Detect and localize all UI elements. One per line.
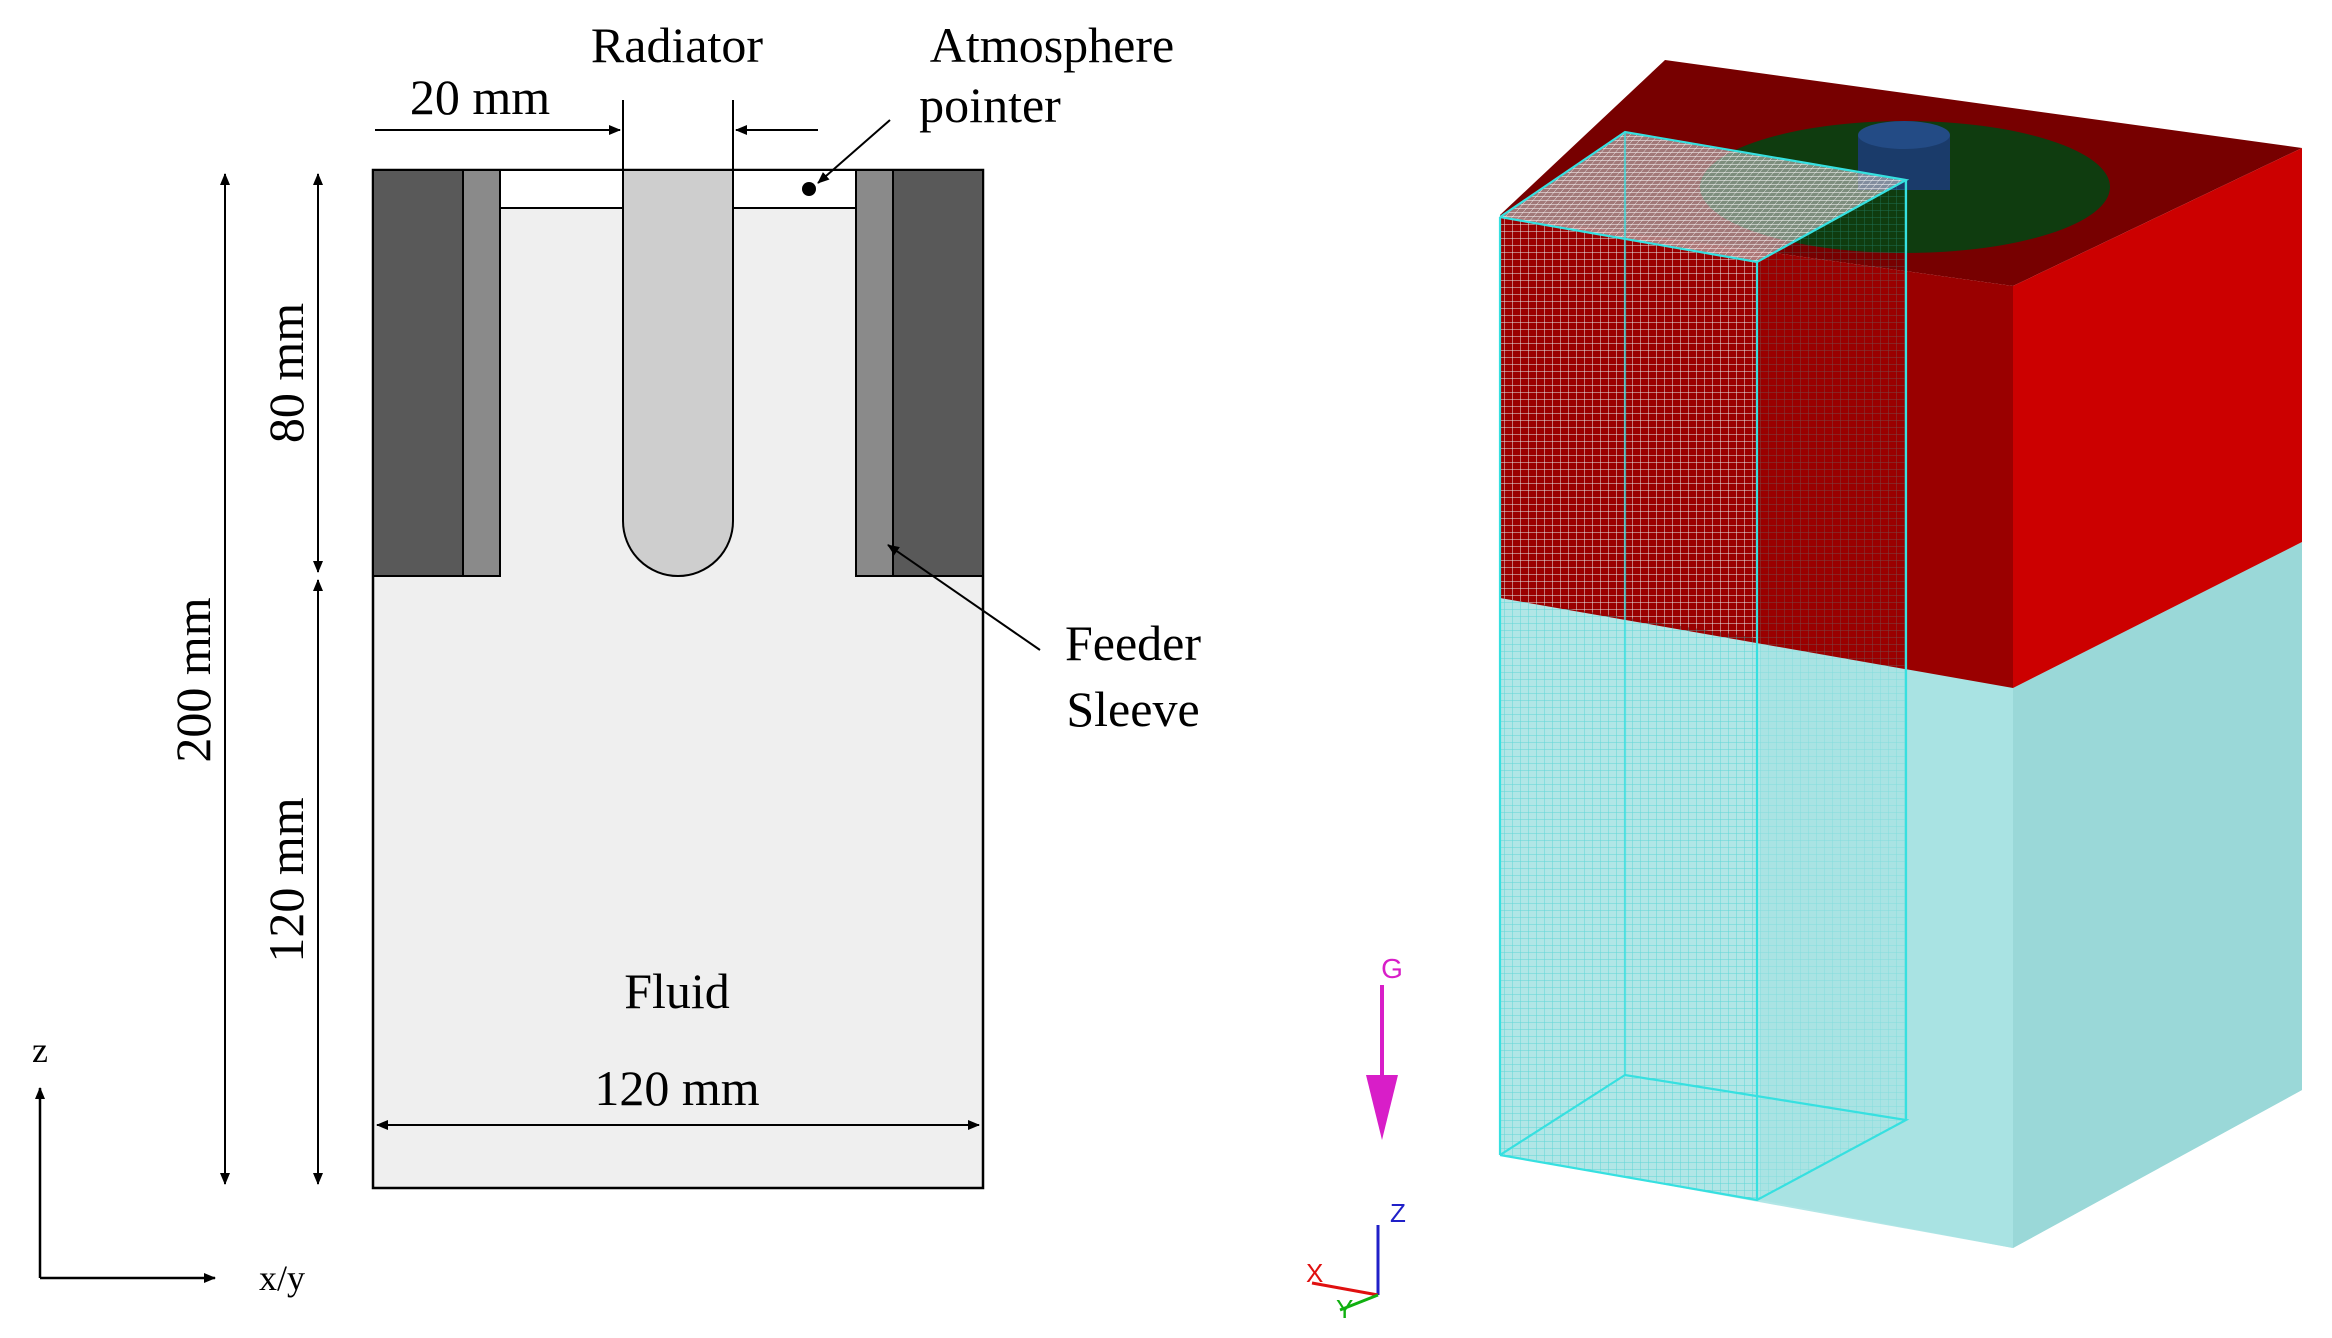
label-atmosphere-line1: Atmosphere [930, 17, 1174, 73]
label-200mm: 200 mm [165, 597, 221, 762]
label-atmosphere-line2: pointer [919, 77, 1061, 133]
radiator-cylinder-top [1858, 121, 1950, 149]
mesh-region-top-grid [1500, 132, 1906, 262]
cross-section-diagram: 20 mm Radiator Atmosphere pointer 200 mm… [32, 17, 1201, 1298]
label-120mm-vertical: 120 mm [258, 797, 314, 962]
3d-mesh-view: G Z X Y [1306, 60, 2302, 1324]
triad-y-axis [1339, 1293, 1379, 1312]
atmosphere-leader [817, 119, 891, 184]
label-20mm: 20 mm [410, 69, 550, 125]
label-120mm-horizontal: 120 mm [594, 1060, 759, 1116]
feeder-sleeve-left [462, 169, 501, 577]
feeder-sleeve-right [855, 169, 894, 577]
atmosphere-pointer-dot [802, 182, 816, 196]
feeder-leader [887, 544, 1041, 651]
label-feeder-line2: Sleeve [1066, 681, 1199, 737]
label-radiator: Radiator [591, 17, 764, 73]
mesh-bounding-box [1498, 130, 1910, 1202]
label-fluid: Fluid [624, 963, 730, 1019]
mesh-region-side [1757, 180, 1906, 1200]
label-80mm: 80 mm [258, 303, 314, 443]
mold-wall-left [372, 169, 464, 577]
triad-x-label: X [1306, 1258, 1323, 1288]
radiator-shape [622, 169, 734, 577]
triad-z-label: Z [1390, 1198, 1406, 1228]
label-feeder-line1: Feeder [1065, 615, 1201, 671]
mold-wall-right [892, 169, 984, 577]
gravity-arrow-head [1366, 1075, 1398, 1140]
gravity-label: G [1381, 953, 1403, 984]
triad-x-axis [1311, 1281, 1379, 1297]
mold-block-right [2013, 148, 2302, 688]
mesh-region-front-upper [1500, 217, 1757, 638]
axis-z-label: z [32, 1030, 48, 1070]
triad-y-label: Y [1336, 1294, 1353, 1324]
fluid-block-right [2013, 542, 2302, 1248]
axis-xy-label: x/y [259, 1258, 305, 1298]
